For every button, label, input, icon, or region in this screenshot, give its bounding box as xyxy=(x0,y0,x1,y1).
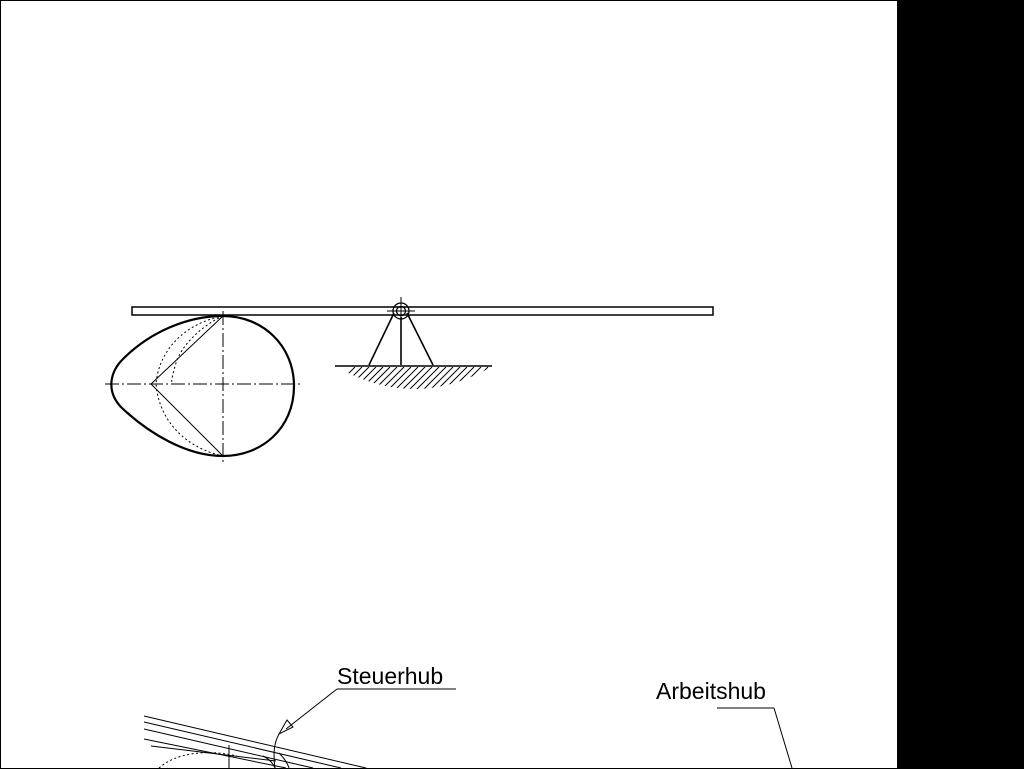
ground-hatch-line xyxy=(404,367,440,389)
pivot-support xyxy=(368,297,434,366)
ground-hatch-line xyxy=(460,367,491,389)
ground-hatch-line xyxy=(355,367,391,389)
ground-hatch-line xyxy=(337,367,356,389)
ground-hatch-line xyxy=(337,367,363,389)
ground-hatch-line xyxy=(383,367,419,389)
cam-construction-arc xyxy=(155,315,224,457)
ground-hatch-line xyxy=(348,367,384,389)
ground-hatch-line xyxy=(481,367,491,389)
ground-hatch-line xyxy=(376,367,412,389)
arbeitshub-leader xyxy=(717,707,793,769)
ground-hatch-line xyxy=(369,367,405,389)
ground-hatch-line xyxy=(439,367,475,389)
ground-hatch-line xyxy=(397,367,433,389)
ground-hatch-line xyxy=(390,367,426,389)
ground-hatch-line xyxy=(337,367,370,389)
steuerhub-leader xyxy=(273,688,456,769)
ground-hatch-line xyxy=(474,367,491,389)
cam-construction-lines xyxy=(150,315,224,457)
steuerhub-label: Steuerhub xyxy=(337,663,443,689)
cam-profile xyxy=(110,314,296,458)
drawing-sheet: Steuerhub Arbeitshub xyxy=(0,0,898,769)
ground-hatch-line xyxy=(418,367,454,389)
arbeitshub-label: Arbeitshub xyxy=(656,678,766,704)
cam-mechanism-drawing: Steuerhub Arbeitshub xyxy=(105,297,793,769)
pivot-joint-outer xyxy=(392,302,410,320)
ground-hatch-line xyxy=(488,367,491,389)
lever-bar xyxy=(131,306,714,316)
ground-hatch-line xyxy=(425,367,461,389)
lower-detail-view xyxy=(143,715,367,769)
ground-hatch-line xyxy=(341,367,377,389)
cam-construction-arc-2 xyxy=(171,315,224,385)
ground-hatch-line xyxy=(453,367,489,389)
ground-symbol xyxy=(335,365,530,401)
ground-hatch-line xyxy=(432,367,468,389)
ground-hatch-line xyxy=(362,367,398,389)
ground-hatch-line xyxy=(467,367,491,389)
ground-hatch-line xyxy=(411,367,447,389)
ground-hatch-line xyxy=(446,367,482,389)
pivot-joint-inner xyxy=(395,305,407,317)
ground-hatch-line xyxy=(496,367,530,401)
